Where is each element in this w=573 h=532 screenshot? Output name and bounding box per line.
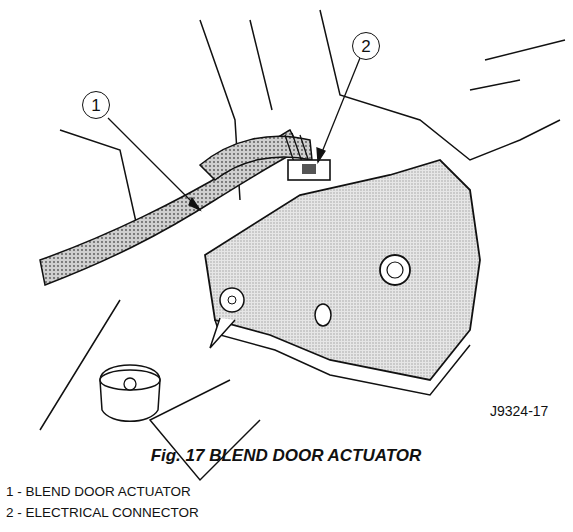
- housing-lines: [40, 10, 565, 480]
- legend-line: 2 - ELECTRICAL CONNECTOR: [6, 505, 199, 520]
- leader-lines: [108, 58, 360, 210]
- shaft-hole: [380, 255, 410, 285]
- legend-line: 1 - BLEND DOOR ACTUATOR: [6, 484, 191, 499]
- electrical-connector: [288, 160, 330, 180]
- actuator-edge: [215, 320, 470, 395]
- figure-code: J9324-17: [490, 403, 548, 419]
- figure-caption: Fig. 17 BLEND DOOR ACTUATOR: [151, 446, 422, 466]
- mount-screw: [210, 288, 244, 348]
- actuator-body: [205, 160, 480, 380]
- grommet: [100, 365, 160, 421]
- mount-screw: [315, 304, 331, 326]
- callout-number: 2: [352, 32, 380, 60]
- callout-number: 1: [82, 91, 110, 119]
